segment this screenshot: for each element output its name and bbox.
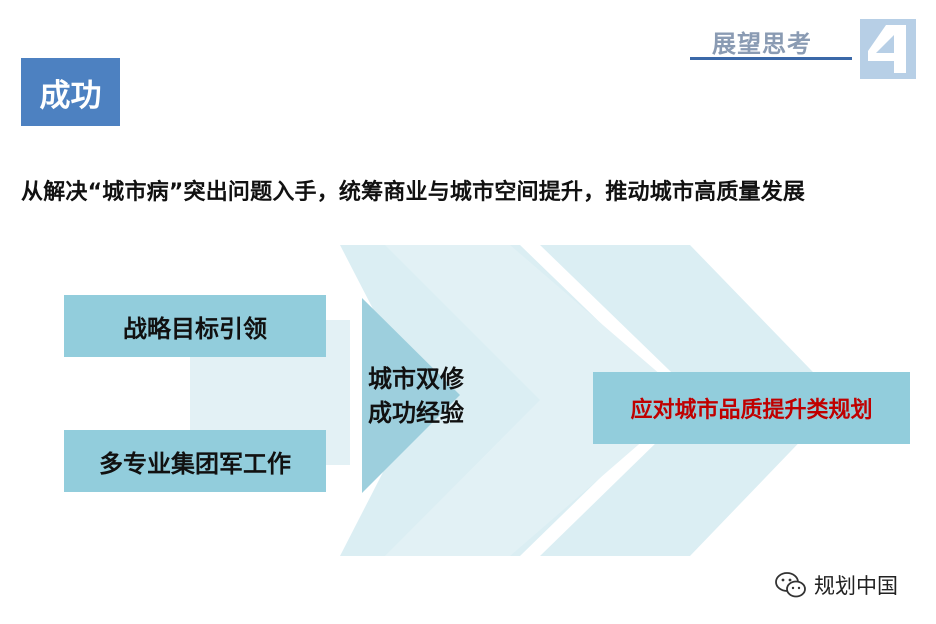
section-tag: 成功: [21, 58, 120, 126]
center-line-1: 城市双修: [368, 365, 464, 393]
center-arrow: [362, 298, 460, 493]
watermark-text: 规划中国: [814, 574, 898, 598]
section-number-glyph: [868, 25, 906, 73]
header-underline: [690, 57, 852, 60]
chevron-3: [540, 245, 840, 556]
center-label: 城市双修 成功经验: [368, 362, 508, 430]
header-label: 展望思考: [712, 29, 812, 58]
watermark: 规划中国: [774, 570, 898, 600]
center-line-2: 成功经验: [368, 399, 464, 427]
strategy-box: 战略目标引领: [64, 295, 326, 357]
team-box: 多专业集团军工作: [64, 430, 326, 492]
section-number-badge: [860, 19, 916, 79]
wechat-icon: [775, 572, 806, 598]
subtitle: 从解决“城市病”突出问题入手，统筹商业与城市空间提升，推动城市高质量发展: [21, 180, 806, 205]
result-box: 应对城市品质提升类规划: [593, 372, 910, 444]
number-four-hole: [876, 35, 894, 53]
